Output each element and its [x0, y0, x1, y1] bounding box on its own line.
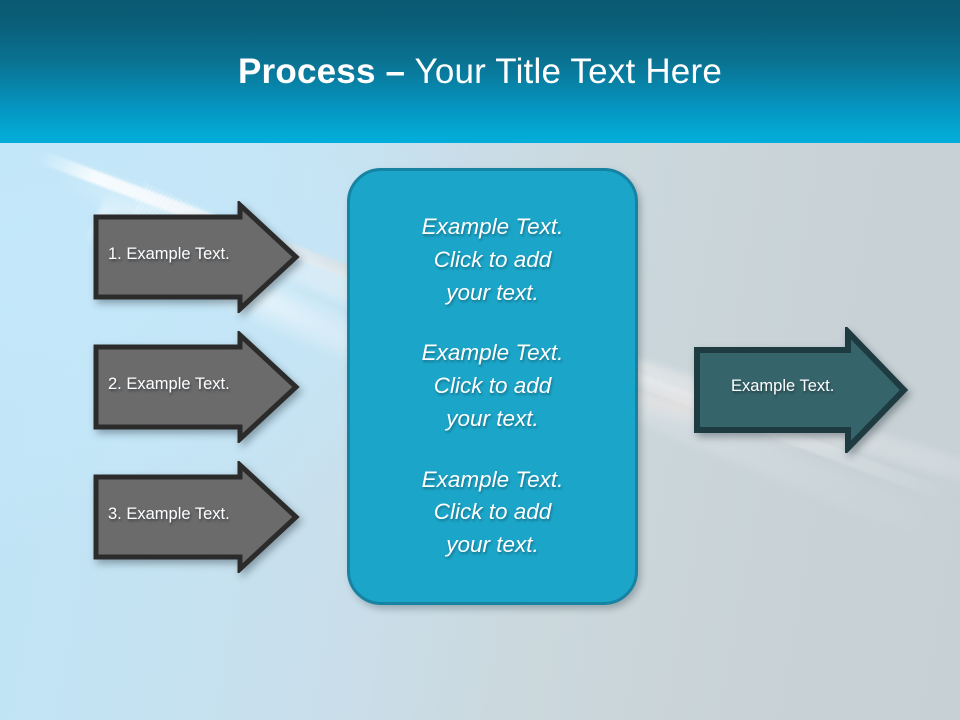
- process-output-arrow[interactable]: Example Text.: [693, 327, 909, 453]
- process-center-box[interactable]: Example Text. Click to add your text. Ex…: [347, 168, 638, 605]
- arrow-right-icon: [93, 331, 300, 443]
- process-input-arrow-3[interactable]: 3. Example Text.: [92, 461, 300, 573]
- arrow-right-icon: [93, 201, 300, 313]
- process-input-arrow-1[interactable]: 1. Example Text.: [92, 201, 300, 313]
- center-box-paragraph-3: Example Text. Click to add your text.: [421, 466, 564, 558]
- page-title-bold: Process –: [238, 52, 406, 91]
- center-box-paragraph-1: Example Text. Click to add your text.: [421, 213, 564, 305]
- page-title: Process – Your Title Text Here: [0, 0, 960, 143]
- arrow-right-icon: [93, 461, 300, 573]
- slide-header-banner: Process – Your Title Text Here: [0, 0, 960, 143]
- center-box-paragraph-2: Example Text. Click to add your text.: [421, 340, 564, 431]
- page-title-regular: Your Title Text Here: [405, 52, 722, 91]
- arrow-right-icon: [694, 327, 909, 453]
- process-input-arrow-2[interactable]: 2. Example Text.: [92, 331, 300, 443]
